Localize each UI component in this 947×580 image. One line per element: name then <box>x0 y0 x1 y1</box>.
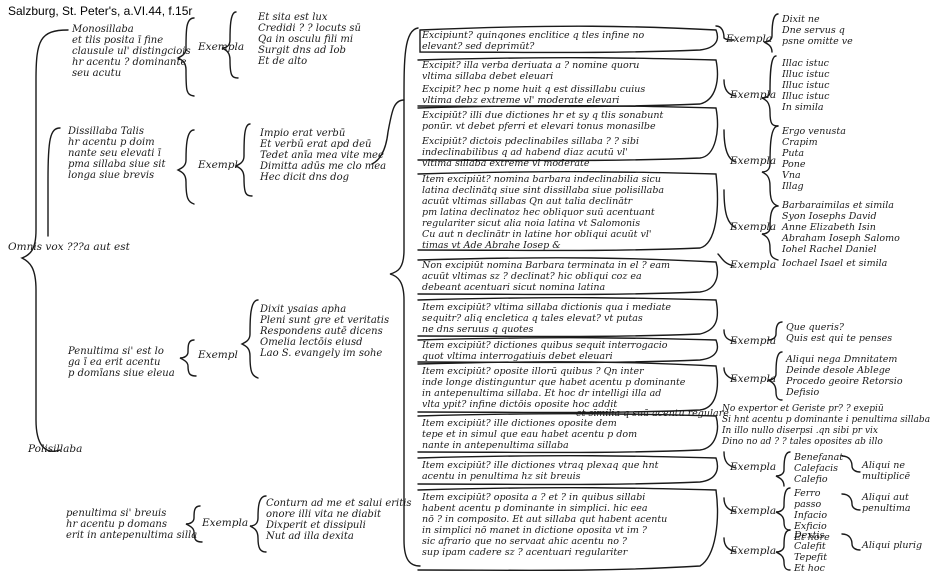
monosyllaba-examples: Et sita est lux Credidi ? ? locuts sū Qa… <box>258 12 361 67</box>
right-examples-14: Aliqui plurig <box>862 540 923 551</box>
root-label: Omnis vox ???a aut est <box>8 241 130 253</box>
polisillaba-label: Polisillaba <box>28 443 83 455</box>
right-examples-1: Dixit ne Dne servus q psne omitte ve <box>782 14 853 47</box>
exception-4: Excipiūt? illi due dictiones hr et sy q … <box>422 110 664 132</box>
monosyllaba-rule: Monosillaba et tlis posita ī fine clausu… <box>72 24 191 79</box>
monosyllaba-exempla-label: Exempla <box>198 41 245 53</box>
exempla-label-5: Exempla <box>730 259 777 271</box>
disyllaba-exempla-label: Exempl <box>198 159 238 171</box>
exception-13: Item excipiūt? oposita a ? et ? in quibu… <box>422 492 668 558</box>
right-examples-4: Barbaraimilas et simila Syon Iosephs Dav… <box>782 200 900 255</box>
exception-5: Excipiūt? dictois pdeclinabiles sillaba … <box>422 136 640 169</box>
disyllaba-rule: Dissillaba Talis hr acentu p doim nante … <box>68 126 166 181</box>
disyllaba-examples: Impio erat verbū Et verbū erat apd deū T… <box>260 128 387 183</box>
penultima-brevis-exempla-label: Exempla <box>202 517 249 529</box>
exempla-label-6: Exempla <box>730 335 777 347</box>
right-examples-3: Ergo venusta Crapim Puta Pone Vna Illag <box>782 126 846 192</box>
right-examples-8: No expertor et Geriste pr? ? exepiū Si h… <box>722 404 931 447</box>
exception-9: Item excipiūt? dictiones quibus sequit i… <box>422 340 668 362</box>
exempla-label-3: Exempla <box>730 155 777 167</box>
exception-6: Item excipiūt? nomina barbara indeclinab… <box>422 174 665 251</box>
penultima-longa-rule: Penultima si' est lo ga ī ea erit acentu… <box>68 346 175 379</box>
exempla-label-1: Exempla <box>726 33 773 45</box>
right-examples-5: Iochael Isael et simila <box>782 258 888 269</box>
penultima-brevis-examples: Conturn ad me et salui eritis onore illi… <box>266 498 412 542</box>
exception-2: Excipit? illa verba deriuata a ? nomine … <box>422 60 640 82</box>
right-examples-2: Illac istuc Illuc istuc Illuc istuc Illu… <box>782 58 830 113</box>
right-examples-13: Dextis Calefit Tepefit Et hoc <box>794 530 828 574</box>
right-examples-7: Aliqui nega Dmnitatem Deinde desole Able… <box>786 354 903 398</box>
penultima-longa-exempla-label: Exempl <box>198 349 238 361</box>
exempla-label-4: Exempla <box>730 221 777 233</box>
exception-12: Item excipiūt? ille dictiones vtraq plex… <box>422 460 659 482</box>
exception-8: Item excipiūt? vltima sillaba dictionis … <box>422 302 671 335</box>
penultima-brevis-rule: penultima si' breuis hr acentu p domans … <box>66 508 198 541</box>
right-examples-11: Ferro passo Infacio Exficio Et hore <box>794 488 830 543</box>
right-examples-6: Que queris? Quis est qui te penses <box>786 322 893 344</box>
exception-10: Item excipiūt? oposite illorū quibus ? Q… <box>422 366 686 410</box>
right-examples-10: Aliqui ne multiplicē <box>862 460 911 482</box>
exception-3: Excipit? hec p nome huit q est dissillab… <box>422 84 646 106</box>
right-examples-12: Aliqui aut penultima <box>862 492 911 514</box>
exempla-label-2: Exempla <box>730 89 777 101</box>
exception-7: Non excipiūt nomina Barbara terminata in… <box>422 260 671 293</box>
exempla-label-7: Exempla <box>730 373 777 385</box>
exempla-label-10: Exempla <box>730 545 777 557</box>
exception-10b: et sīmilia q suā acentu regulare <box>576 408 729 419</box>
exception-1: Excipiunt? quinqones enclitice q tles in… <box>422 30 645 52</box>
page-caption: Salzburg, St. Peter's, a.VI.44, f.15r <box>8 4 193 18</box>
exception-11: Item excipiūt? ille dictiones oposite de… <box>422 418 638 451</box>
penultima-longa-examples: Dixit ysaias apha Pleni sunt gre et veri… <box>260 304 390 359</box>
exempla-label-9: Exempla <box>730 505 777 517</box>
right-examples-9: Benefanat Calefacis Calefio <box>794 452 844 485</box>
exempla-label-8: Exempla <box>730 461 777 473</box>
